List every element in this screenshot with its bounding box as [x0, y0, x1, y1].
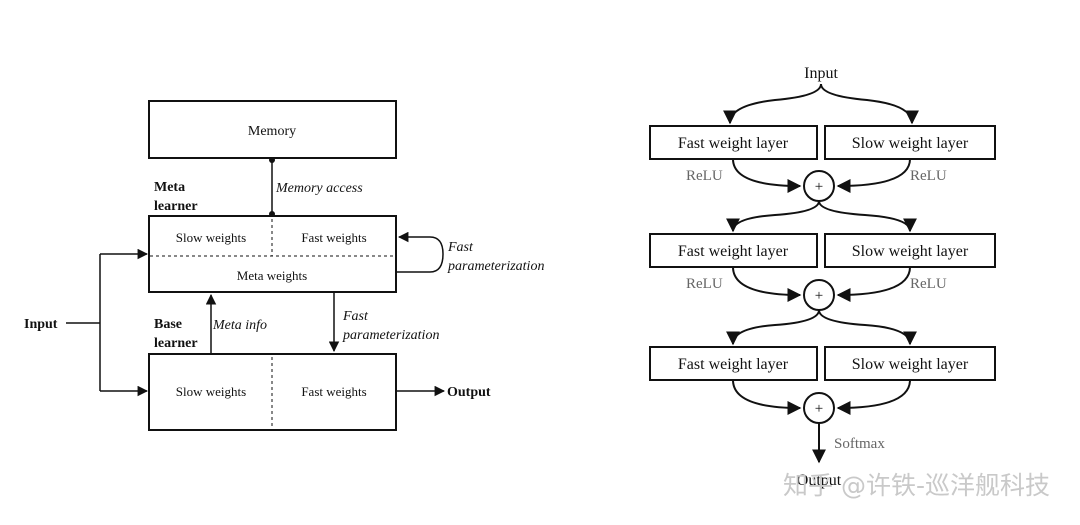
fast-weight-layer-2-label: Fast weight layer [678, 243, 789, 260]
memory-access-label: Memory access [275, 181, 363, 196]
meta-learner-label-line1: Meta [154, 180, 185, 195]
fast-to-sum-arrow-2 [732, 266, 802, 302]
relu-left-1: ReLU [686, 168, 723, 184]
sum-to-slow-arrow-2 [818, 200, 917, 233]
meta-weights: Meta weights [237, 268, 307, 283]
meta-learner-label-line2: learner [154, 199, 198, 214]
base-learner-box [148, 353, 397, 431]
fast-to-sum-arrow-1 [732, 158, 802, 193]
sum-to-fast-arrow-2 [726, 200, 820, 233]
fast-parameterization-down-label-line1: Fast [342, 309, 369, 324]
meta-slow-weights: Slow weights [176, 230, 246, 245]
sum-symbol-1: + [815, 179, 823, 195]
right-diagram: Input Fast weight layer Slow weight laye… [649, 65, 996, 489]
slow-weight-layer-1-label: Slow weight layer [852, 135, 969, 152]
fast-weight-layer-1-label: Fast weight layer [678, 135, 789, 152]
fast-parameterization-loop-label-line2: parameterization [447, 259, 544, 274]
right-output-label: Output [797, 472, 842, 489]
relu-left-2: ReLU [686, 276, 723, 292]
sum-symbol-2: + [815, 288, 823, 304]
slow-weight-layer-3-label: Slow weight layer [852, 356, 969, 373]
memory-label: Memory [248, 124, 296, 139]
fast-weight-layer-3-label: Fast weight layer [678, 356, 789, 373]
left-output-label: Output [447, 385, 491, 400]
memory-access-dot-top [269, 157, 275, 163]
left-diagram: Memory Memory access Meta learner Slow w… [24, 100, 544, 431]
softmax-label: Softmax [834, 436, 885, 452]
relu-right-2: ReLU [910, 276, 947, 292]
slow-to-sum-arrow-2 [836, 266, 911, 302]
base-learner-label-line2: learner [154, 336, 198, 351]
input-to-fast-arrow-1 [723, 83, 822, 125]
meta-fast-weights: Fast weights [301, 230, 366, 245]
base-slow-weights: Slow weights [176, 384, 246, 399]
left-input-label: Input [24, 317, 58, 332]
base-learner-label-line1: Base [154, 317, 182, 332]
input-to-slow-arrow-1 [820, 83, 919, 125]
slow-to-sum-arrow-1 [836, 158, 911, 193]
right-input-label: Input [804, 65, 838, 82]
sum-to-slow-arrow-3 [818, 309, 917, 346]
base-fast-weights: Fast weights [301, 384, 366, 399]
sum-to-fast-arrow-3 [726, 309, 820, 346]
meta-info-label: Meta info [212, 318, 267, 333]
fast-parameterization-down-label-line2: parameterization [342, 328, 439, 343]
slow-to-sum-arrow-3 [836, 379, 911, 415]
relu-right-1: ReLU [910, 168, 947, 184]
meta-learner-box [148, 215, 397, 293]
fast-parameterization-loop-arrow [396, 231, 444, 273]
fast-parameterization-loop-label-line1: Fast [447, 240, 474, 255]
slow-weight-layer-2-label: Slow weight layer [852, 243, 969, 260]
watermark: 知乎 @许铁-巡洋舰科技 [783, 471, 1050, 500]
fast-to-sum-arrow-3 [732, 379, 802, 415]
sum-symbol-3: + [815, 401, 823, 417]
